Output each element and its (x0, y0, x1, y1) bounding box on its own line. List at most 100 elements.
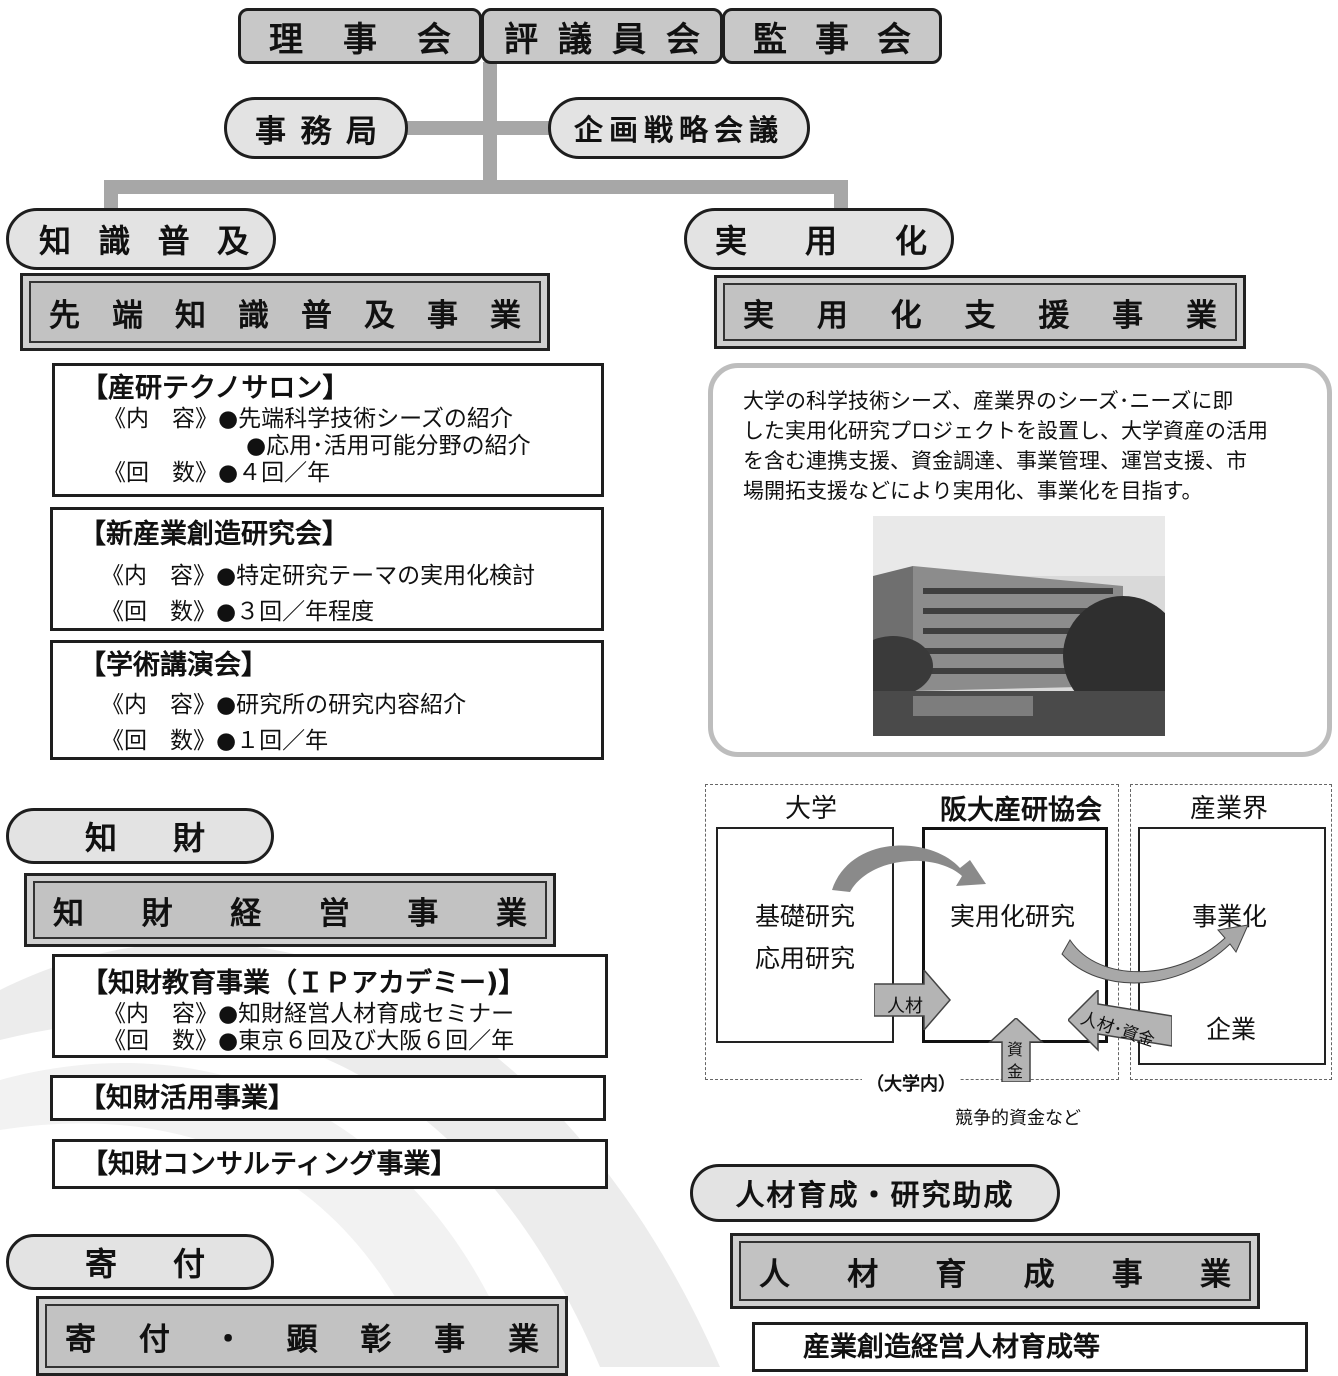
program-ip-academy: 【知財教育事業（ＩＰアカデミー)】 《内 容》●知財経営人材育成セミナー 《回 … (52, 954, 608, 1058)
funds-arrow-char: 資 (1007, 1040, 1024, 1059)
header-char: 業 (1185, 297, 1217, 334)
gov-char: 監 (753, 19, 787, 60)
connector-right-drop (834, 180, 848, 212)
program-title: 【知財教育事業（ＩＰアカデミー)】 (81, 968, 526, 999)
program-title: 【知財活用事業】 (79, 1083, 295, 1114)
pill-char: 付 (173, 1245, 206, 1283)
description-line: 大学の科学技術シーズ、産業界のシーズ･ニーズに即 (743, 389, 1234, 413)
header-char: 顕 (286, 1321, 318, 1358)
program-title: 【知財コンサルティング事業】 (81, 1149, 458, 1180)
secretariat-char: 局 (346, 113, 377, 150)
connector-trunk (483, 62, 497, 184)
header-char: 用 (816, 297, 848, 334)
program-new-industry: 【新産業創造研究会】 《内 容》●特定研究テーマの実用化検討 《回 数》●３回／… (50, 507, 604, 631)
industry-label: 産業界 (1190, 794, 1269, 824)
description-line: 場開拓支援などにより実用化、事業化を目指す。 (743, 479, 1203, 503)
industry-dashed-area (1130, 784, 1332, 1080)
ip-header: 知 財 経 営 事 業 (24, 873, 556, 947)
header-char: 事 (1112, 297, 1144, 334)
program-lecture: 【学術講演会】 《内 容》●研究所の研究内容紹介 《回 数》●１回／年 (50, 640, 604, 760)
header-char: 先 (49, 297, 80, 334)
header-char: 化 (890, 297, 922, 334)
header-char: 実 (743, 297, 774, 334)
competitive-funds-label: 競争的資金など (955, 1108, 1081, 1129)
gov-char: 事 (815, 19, 849, 60)
board-of-directors-box: 理 事 会 (238, 8, 482, 64)
header-char: 事 (434, 1321, 466, 1358)
header-char: 普 (301, 297, 332, 334)
knowledge-header-inner: 先 端 知 識 普 及 事 業 (29, 281, 541, 343)
header-char: 業 (490, 297, 521, 334)
header-char: 育 (935, 1256, 967, 1293)
program-line: 《回 数》●３回／年程度 (101, 599, 375, 625)
practical-research-label: 実用化研究 (950, 902, 1076, 931)
gov-char: 会 (417, 19, 451, 60)
strategy-meeting-pill: 企画戦略会議 (548, 97, 810, 159)
header-char: 財 (141, 895, 173, 932)
program-ip-consulting: 【知財コンサルティング事業】 (52, 1139, 608, 1189)
connector-strategy (495, 121, 555, 135)
donation-pill: 寄 付 (6, 1234, 274, 1290)
commercialization-description: 大学の科学技術シーズ、産業界のシーズ･ニーズに即 した実用化研究プロジェクトを設… (743, 386, 1327, 506)
councilors-box: 評 議 員 会 (481, 8, 723, 64)
program-title: 【産研テクノサロン】 (81, 373, 350, 404)
header-char: 業 (495, 895, 527, 932)
gov-char: 会 (666, 19, 700, 60)
company-label: 企業 (1206, 1015, 1257, 1044)
header-char: 端 (112, 297, 143, 334)
ip-pill: 知 財 (6, 808, 274, 864)
donation-header: 寄 付 ・ 顕 彰 事 業 (36, 1296, 568, 1376)
talent-arrow (874, 970, 951, 1030)
program-line: 《内 容》●知財経営人材育成セミナー (103, 1001, 515, 1027)
pill-char: 財 (173, 819, 206, 857)
pill-char: 用 (804, 222, 837, 260)
commercialization-header-inner: 実 用 化 支 援 事 業 (723, 283, 1237, 341)
gov-char: 員 (612, 19, 646, 60)
program-line: 《内 容》●先端科学技術シーズの紹介 (103, 406, 513, 432)
header-char: 経 (230, 895, 262, 932)
header-char: 成 (1023, 1256, 1055, 1293)
pill-char: 実 (715, 222, 748, 260)
header-char: 彰 (360, 1321, 392, 1358)
program-line: 《回 数》●東京６回及び大阪６回／年 (103, 1028, 515, 1054)
program-line: ●応用･活用可能分野の紹介 (246, 433, 531, 459)
header-char: 事 (427, 297, 458, 334)
header-char: 識 (238, 297, 269, 334)
pill-char: 知 (85, 819, 118, 857)
gov-char: 事 (343, 19, 377, 60)
pill-char: 寄 (85, 1245, 118, 1283)
header-char: 知 (53, 895, 84, 932)
commercialization-description-box: 大学の科学技術シーズ、産業界のシーズ･ニーズに即 した実用化研究プロジェクトを設… (708, 363, 1332, 757)
knowledge-header: 先 端 知 識 普 及 事 業 (20, 273, 550, 351)
ip-header-inner: 知 財 経 営 事 業 (33, 881, 547, 939)
gov-char: 会 (877, 19, 911, 60)
header-char: 付 (138, 1321, 170, 1358)
header-char: 業 (507, 1321, 539, 1358)
knowledge-pill: 知 識 普 及 (6, 208, 276, 270)
program-title: 【新産業創造研究会】 (79, 519, 349, 550)
header-char: 支 (964, 297, 996, 334)
pill-char: 化 (894, 222, 927, 260)
header-char: 人 (759, 1256, 790, 1293)
header-char: 業 (1199, 1256, 1231, 1293)
building-photo (873, 516, 1165, 736)
talent-arrow-label: 人材 (887, 996, 923, 1017)
program-title: 【学術講演会】 (79, 650, 268, 681)
on-campus-label: （大学内） (862, 1070, 960, 1096)
program-line: 《内 容》●研究所の研究内容紹介 (101, 692, 467, 718)
commercialization-header: 実 用 化 支 援 事 業 (714, 275, 1246, 349)
header-char: 事 (1111, 1256, 1143, 1293)
hr-pill-label: 人材育成・研究助成 (735, 1178, 1015, 1212)
connector-secretariat (405, 121, 485, 135)
funds-arrow-char: 金 (1007, 1062, 1024, 1081)
association-label: 阪大産研協会 (940, 795, 1102, 826)
auditors-box: 監 事 会 (722, 8, 942, 64)
donation-header-inner: 寄 付 ・ 顕 彰 事 業 (45, 1304, 559, 1368)
gov-char: 理 (269, 19, 303, 60)
secretariat-char: 務 (300, 113, 332, 150)
connector-horizontal (104, 180, 848, 194)
strategy-meeting-label: 企画戦略会議 (573, 113, 784, 147)
program-techno-salon: 【産研テクノサロン】 《内 容》●先端科学技術シーズの紹介 ●応用･活用可能分野… (52, 363, 604, 497)
header-char: 材 (847, 1256, 879, 1293)
program-line: 《回 数》●４回／年 (103, 460, 331, 486)
